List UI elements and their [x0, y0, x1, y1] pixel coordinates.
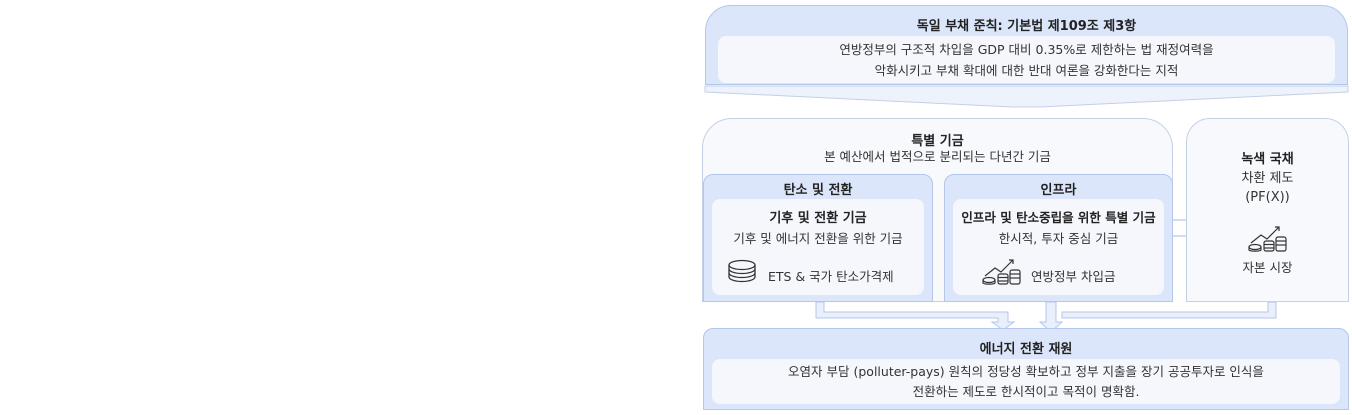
green-bond-panel: 녹색 국채 차환 제도 (PF(X)) 자본 시장	[1186, 118, 1349, 302]
growth-coins-icon	[981, 254, 1023, 290]
funnel-connector	[704, 85, 1349, 108]
infra-source: 연방정부 차입금	[1031, 269, 1116, 284]
green-bond-line2: (PF(X))	[1245, 190, 1290, 205]
energy-body: 오염자 부담 (polluter-pays) 원칙의 정당성 확보하고 정부 지…	[712, 359, 1340, 404]
carbon-source: ETS & 국가 탄소가격제	[768, 269, 894, 284]
energy-transition-panel: 에너지 전환 재원 오염자 부담 (polluter-pays) 원칙의 정당성…	[703, 328, 1349, 410]
carbon-transition-panel: 탄소 및 전환 기후 및 전환 기금 기후 및 에너지 전환을 위한 기금 ET…	[703, 174, 933, 302]
green-bond-title: 녹색 국채	[1241, 152, 1294, 167]
energy-line2: 전환하는 제도로 한시적이고 목적이 명확함.	[912, 384, 1140, 399]
carbon-header: 탄소 및 전환	[783, 183, 853, 198]
debt-rule-title: 독일 부채 준칙: 기본법 제109조 제3항	[916, 19, 1137, 34]
climate-fund-desc: 기후 및 에너지 전환을 위한 기금	[733, 231, 903, 246]
green-bond-line1: 차환 제도	[1241, 171, 1294, 186]
infra-fund-title: 인프라 및 탄소중립을 위한 특별 기금	[961, 210, 1156, 225]
infrastructure-panel: 인프라 인프라 및 탄소중립을 위한 특별 기금 한시적, 투자 중심 기금	[944, 174, 1173, 302]
special-fund-subtitle: 본 예산에서 법적으로 분리되는 다년간 기금	[824, 149, 1051, 164]
carbon-flow-arrow	[815, 301, 1016, 331]
infra-fund-desc: 한시적, 투자 중심 기금	[998, 231, 1119, 246]
climate-fund-card: 기후 및 전환 기금 기후 및 에너지 전환을 위한 기금 ETS & 국가 탄…	[712, 199, 924, 295]
green-flow-arrow	[1061, 301, 1277, 319]
infra-fund-card: 인프라 및 탄소중립을 위한 특별 기금 한시적, 투자 중심 기금 연방정부	[953, 199, 1164, 295]
infra-flow-arrow	[1038, 301, 1064, 333]
debt-rule-line2: 악화시키고 부채 확대에 대한 반대 여론을 강화한다는 지적	[874, 63, 1179, 78]
energy-title: 에너지 전환 재원	[979, 342, 1073, 357]
energy-line1: 오염자 부담 (polluter-pays) 원칙의 정당성 확보하고 정부 지…	[788, 364, 1264, 379]
growth-coins-icon	[1247, 221, 1289, 257]
debt-rule-panel: 독일 부채 준칙: 기본법 제109조 제3항 연방정부의 구조적 차입을 GD…	[705, 5, 1348, 85]
coin-stack-icon	[726, 259, 758, 289]
infra-header: 인프라	[1040, 183, 1077, 198]
debt-rule-body: 연방정부의 구조적 차입을 GDP 대비 0.35%로 제한하는 법 재정여력을…	[718, 36, 1335, 83]
green-bond-source: 자본 시장	[1242, 260, 1293, 275]
special-fund-title: 특별 기금	[911, 134, 964, 149]
climate-fund-title: 기후 및 전환 기금	[769, 211, 867, 226]
debt-rule-line1: 연방정부의 구조적 차입을 GDP 대비 0.35%로 제한하는 법 재정여력을	[839, 42, 1214, 57]
